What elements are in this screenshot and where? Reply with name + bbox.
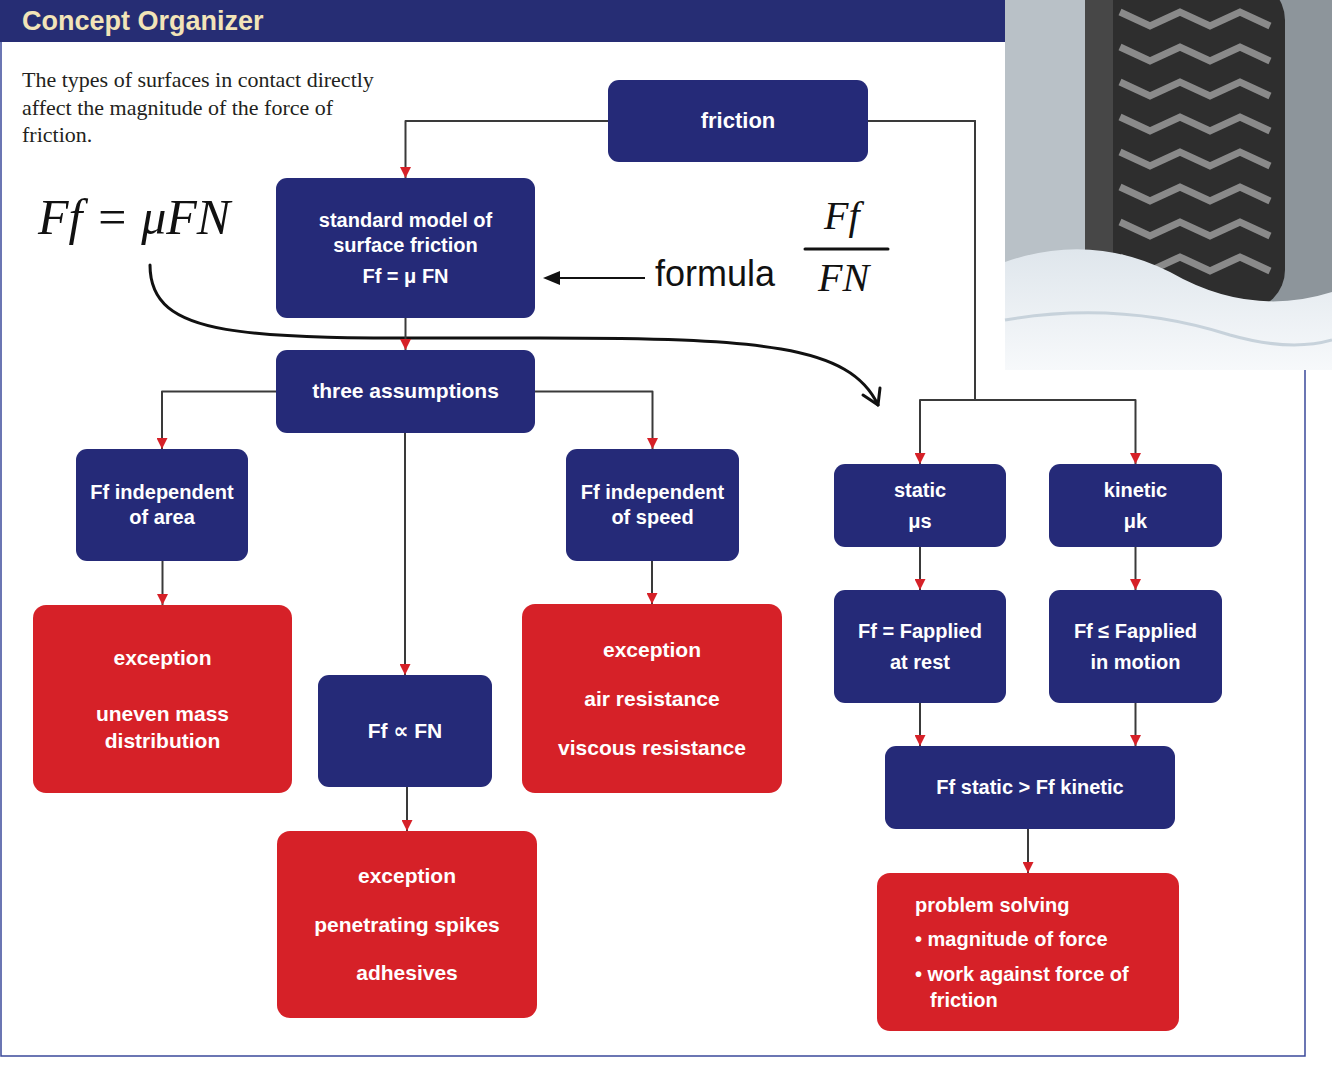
box-text: in motion — [1091, 650, 1181, 675]
concept-box: kinetic μk — [1049, 464, 1222, 547]
connector — [535, 392, 653, 450]
snow-ridge — [1005, 313, 1332, 345]
connector — [919, 703, 921, 746]
concept-box: Ff independent of area — [76, 449, 248, 561]
box-text: at rest — [890, 650, 950, 675]
connector — [162, 392, 276, 450]
box-text: air resistance — [584, 685, 719, 712]
concept-box: Ff ∝ FN — [318, 675, 492, 787]
connector — [1027, 829, 1029, 873]
concept-box: Ff independent of speed — [566, 449, 739, 561]
concept-box: standard model of surface friction Ff = μ… — [276, 178, 535, 318]
connector — [162, 561, 164, 605]
box-text: μk — [1124, 509, 1147, 534]
fraction-numerator: Ff — [824, 196, 860, 236]
exception-box: exception uneven mass distribution — [33, 605, 292, 793]
snow — [1005, 249, 1332, 370]
fraction-bar — [805, 248, 888, 251]
pointer-arrowhead — [543, 271, 560, 285]
box-text: uneven mass distribution — [47, 700, 278, 755]
tire-photo — [1005, 0, 1332, 370]
tire-tread — [1120, 187, 1270, 201]
box-text: friction — [701, 107, 776, 135]
box-text: exception — [358, 862, 456, 889]
connector — [1135, 547, 1137, 590]
pointer-line — [556, 277, 645, 279]
concept-box: friction — [608, 80, 868, 162]
box-text: problem solving — [915, 892, 1069, 918]
box-text: static — [894, 478, 946, 503]
concept-box: Ff ≤ Fapplied in motion — [1049, 590, 1222, 703]
connector — [651, 561, 653, 604]
concept-box: Ff = Fapplied at rest — [834, 590, 1006, 703]
tire-tread — [1120, 47, 1270, 61]
concept-box: three assumptions — [276, 350, 535, 433]
box-text: exception — [113, 644, 211, 671]
box-text: Ff independent of speed — [580, 480, 725, 530]
box-text: viscous resistance — [558, 734, 746, 761]
tire-tread — [1120, 222, 1270, 236]
tire-tread — [1120, 12, 1270, 26]
connector — [868, 121, 1136, 464]
box-text: μs — [908, 509, 931, 534]
box-text: penetrating spikes — [314, 911, 500, 938]
exception-box: problem solving • magnitude of force • wor… — [877, 873, 1179, 1031]
box-text: Ff ≤ Fapplied — [1074, 619, 1197, 644]
connector — [919, 547, 921, 590]
concept-box: Ff static > Ff kinetic — [885, 746, 1175, 829]
connector — [405, 318, 407, 350]
tire-tread — [1120, 117, 1270, 131]
concept-box: static μs — [834, 464, 1006, 547]
box-text: Ff static > Ff kinetic — [936, 775, 1123, 800]
box-text: adhesives — [356, 959, 458, 986]
connector — [868, 121, 975, 464]
exception-box: exception air resistance viscous resistanc… — [522, 604, 782, 793]
connector — [1135, 703, 1137, 746]
box-text: Ff ∝ FN — [368, 718, 442, 744]
fraction-denominator: FN — [818, 258, 869, 298]
box-text: standard model of surface friction — [290, 208, 521, 258]
tire-tread — [1120, 152, 1270, 166]
box-text: • magnitude of force — [915, 926, 1108, 952]
box-text: three assumptions — [312, 378, 499, 404]
box-text: Ff independent of area — [90, 480, 234, 530]
box-text: Ff = μ FN — [362, 264, 448, 289]
header-band: Concept Organizer — [0, 0, 1005, 42]
connector — [406, 787, 408, 831]
connector — [406, 121, 609, 178]
box-text: Ff = Fapplied — [858, 619, 982, 644]
tire-tread — [1120, 82, 1270, 96]
box-text: • work against force of friction — [915, 961, 1165, 1013]
handwritten-arrowhead — [863, 388, 880, 405]
exception-box: exception penetrating spikes adhesives — [277, 831, 537, 1018]
box-text: exception — [603, 636, 701, 663]
box-text: kinetic — [1104, 478, 1167, 503]
connector — [404, 433, 406, 675]
page-title: Concept Organizer — [0, 0, 1005, 42]
handwritten-formula: Ff = μFN — [38, 190, 230, 245]
intro-text: The types of surfaces in contact directl… — [22, 66, 382, 149]
handwritten-note: formula — [655, 254, 775, 294]
